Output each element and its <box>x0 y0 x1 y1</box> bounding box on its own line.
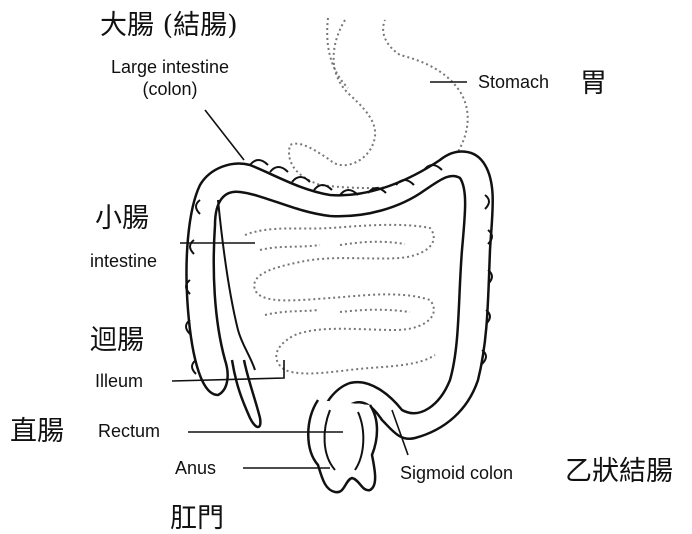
rectum-shape <box>308 400 377 492</box>
anus-en-label: Anus <box>175 459 216 477</box>
ileum-en-label: Illeum <box>95 372 143 390</box>
sigmoid-cjk-label: 乙狀結腸 <box>565 458 673 485</box>
small-intestine-en-label: intestine <box>90 252 157 270</box>
stomach-cjk-label: 胃 <box>580 70 607 97</box>
stomach-en-label: Stomach <box>478 73 549 91</box>
leader-large-intestine <box>205 110 244 160</box>
large-intestine-en-label-2: (colon) <box>95 80 245 98</box>
ileum-cjk-label: 迴腸 <box>90 327 144 354</box>
small-intestine-loops-2 <box>260 242 410 315</box>
ileum-line <box>218 200 255 370</box>
rectum-cjk-label: 直腸 <box>10 418 64 445</box>
small-intestine-cjk-label: 小腸 <box>95 205 149 232</box>
large-intestine-cjk-label: 大腸 (結腸) <box>100 12 238 39</box>
sigmoid-en-label: Sigmoid colon <box>400 464 513 482</box>
large-intestine-shape <box>187 152 493 441</box>
rectum-en-label: Rectum <box>98 422 160 440</box>
small-intestine-loops <box>245 225 435 374</box>
large-intestine-en-label: Large intestine <box>95 58 245 76</box>
anus-cjk-label: 肛門 <box>170 505 224 532</box>
appendix-shape <box>232 360 260 427</box>
